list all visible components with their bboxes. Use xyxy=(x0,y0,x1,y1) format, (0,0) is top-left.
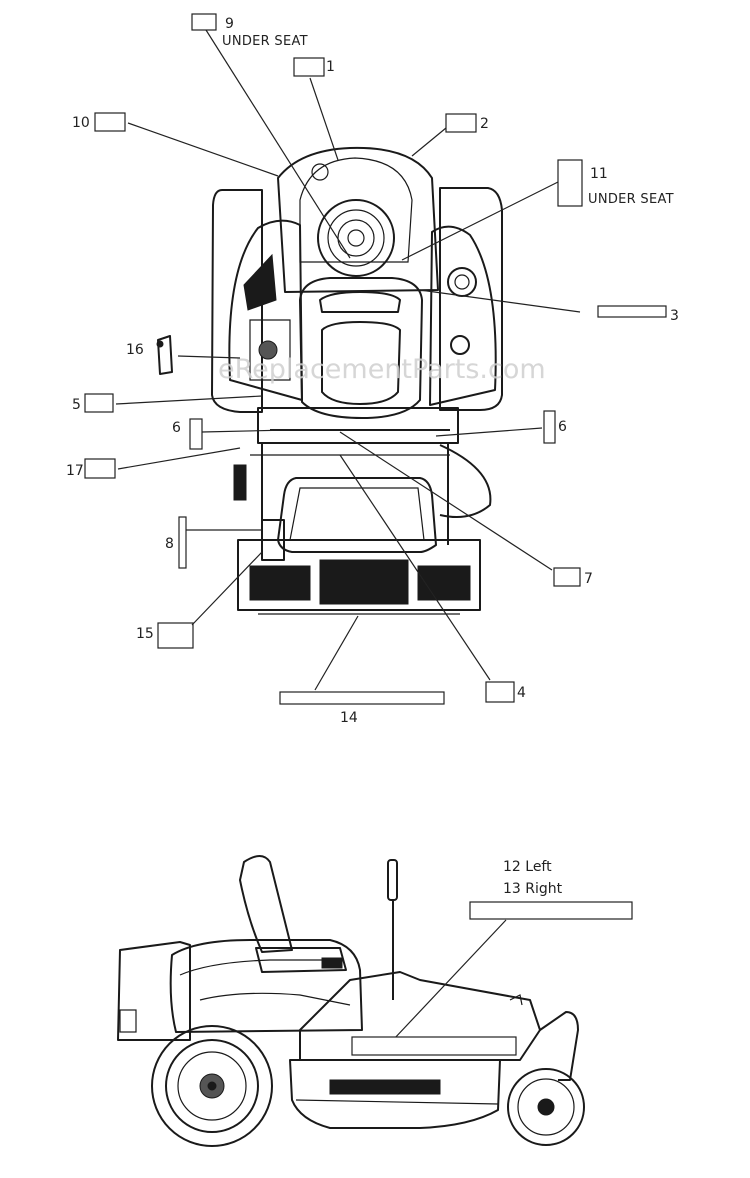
callout-box-17 xyxy=(84,458,116,479)
callout-label-7: 7 xyxy=(584,571,593,587)
callout-label-5: 5 xyxy=(72,397,81,413)
callout-label-6-right: 6 xyxy=(558,419,567,435)
callout-box-7 xyxy=(553,567,581,587)
callout-box-5 xyxy=(84,393,114,413)
callout-label-15: 15 xyxy=(136,626,154,642)
callout-box-14 xyxy=(279,691,445,705)
callout-label-11: 11 xyxy=(590,166,608,182)
callout-label-10: 10 xyxy=(72,115,90,131)
callout-label-6-left: 6 xyxy=(172,420,181,436)
callout-label-4: 4 xyxy=(517,685,526,701)
callout-box-15 xyxy=(157,622,194,649)
callout-label-9: 9 xyxy=(225,16,234,32)
callout-box-9 xyxy=(191,13,217,31)
callout-box-10 xyxy=(94,112,126,132)
callout-label-17: 17 xyxy=(66,463,84,479)
callout-label-13: 13 Right xyxy=(503,881,563,897)
decal-16-shape xyxy=(157,335,173,375)
callout-box-6-right xyxy=(543,410,556,444)
callout-note-11: UNDER SEAT xyxy=(588,192,674,207)
callout-box-6-left xyxy=(189,418,203,450)
callout-label-14: 14 xyxy=(340,710,358,726)
side-view-mower xyxy=(117,855,585,1147)
callout-box-2 xyxy=(445,113,477,133)
callout-label-8: 8 xyxy=(165,536,174,552)
side-view-callouts: 12 Left 13 Right xyxy=(351,859,633,1056)
callout-box-4 xyxy=(485,681,515,703)
callout-note-9: UNDER SEAT xyxy=(222,34,308,49)
callout-box-1 xyxy=(293,57,325,77)
callout-box-11 xyxy=(557,159,583,207)
side-decal-placement xyxy=(351,1036,517,1056)
rear-view-callouts: 9 UNDER SEAT 1 10 2 11 UNDER SEAT 3 16 5 xyxy=(66,13,679,726)
callout-label-12: 12 Left xyxy=(503,859,552,875)
callout-box-12-13 xyxy=(469,901,633,920)
callout-label-2: 2 xyxy=(480,116,489,132)
callout-label-1: 1 xyxy=(326,59,335,75)
callout-box-3 xyxy=(597,305,667,318)
watermark-text: eReplacementParts.com xyxy=(218,354,546,385)
callout-label-16: 16 xyxy=(126,342,144,358)
callout-label-3: 3 xyxy=(670,308,679,324)
callout-box-8 xyxy=(178,516,187,569)
